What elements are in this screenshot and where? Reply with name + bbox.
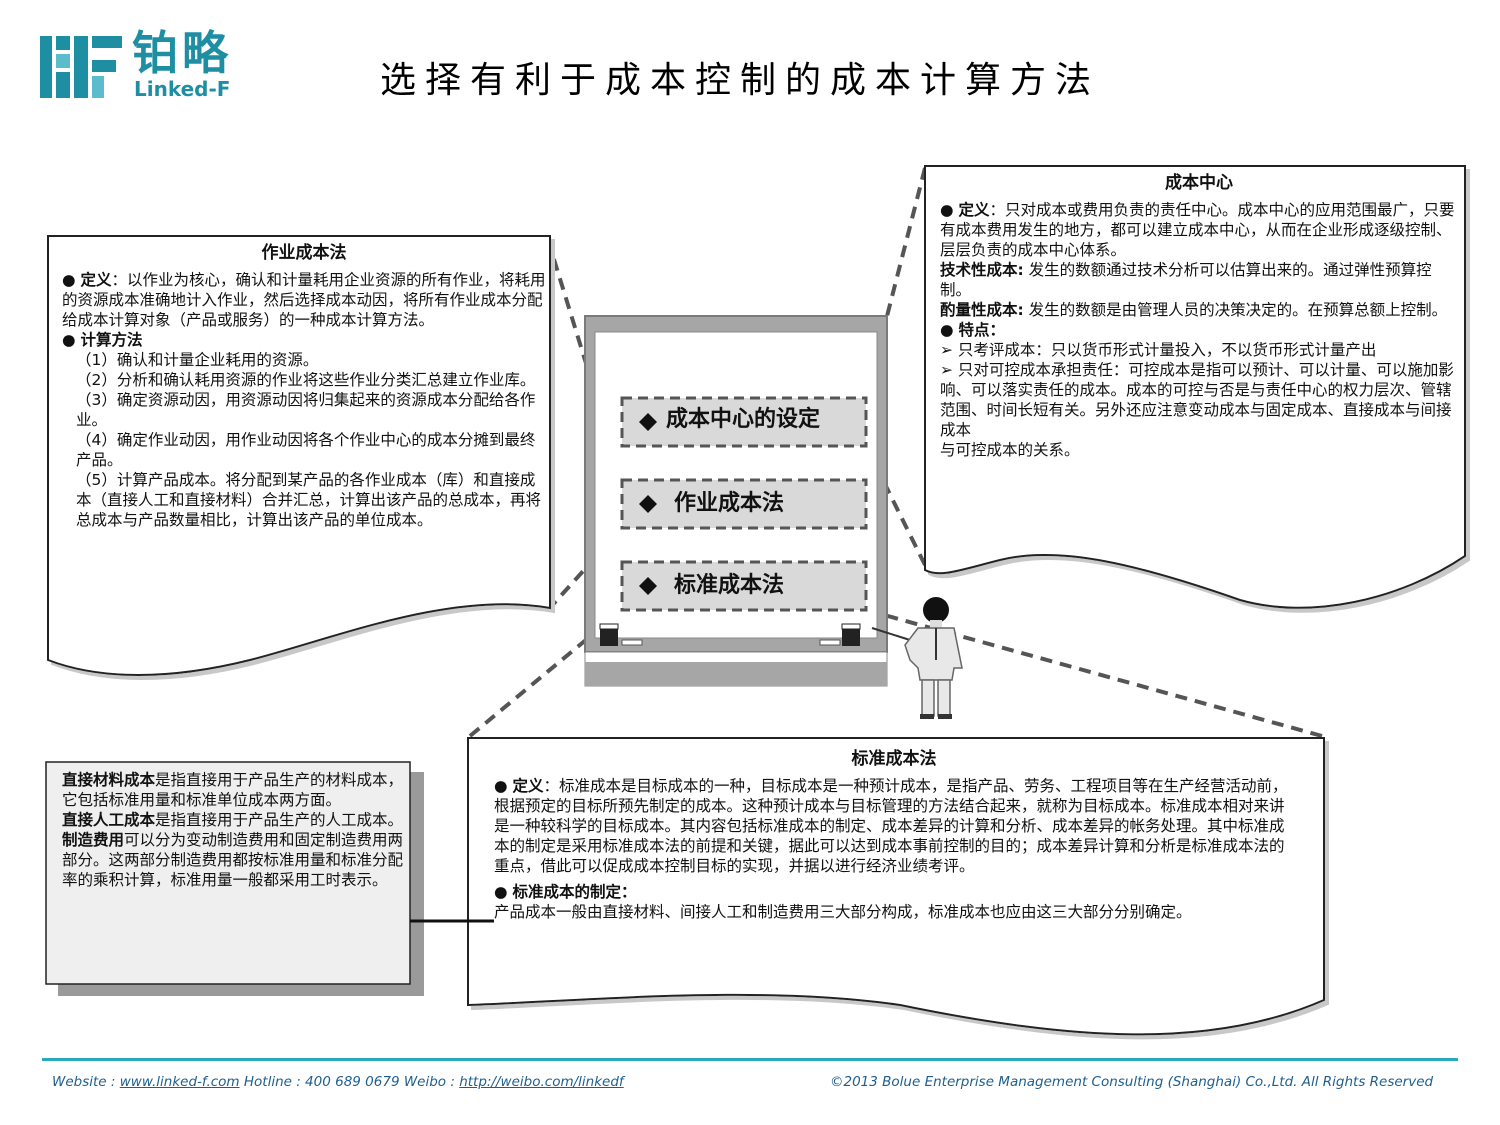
presenter-figure [871, 597, 963, 719]
cost-box-shape [45, 761, 411, 985]
standard-costing-definition: ● 定义：标准成本是目标成本的一种，目标成本是一种预计成本，是指产品、劳务、工程… [494, 777, 1288, 875]
features-label: ● 特点： [940, 321, 1005, 339]
website-label: Website : [52, 1074, 116, 1090]
standard-costing-box: 标准成本法 ● 定义：标准成本是目标成本的一种，目标成本是一种预计成本，是指产品… [494, 748, 1294, 922]
standard-costing-title: 标准成本法 [851, 749, 937, 769]
website-link[interactable]: www.linked-f.com [119, 1074, 240, 1090]
hotline: Hotline : 400 689 0679 [243, 1074, 400, 1090]
std-box-shape [467, 737, 1325, 1036]
activity-costing-method-label: ● 计算方法 [62, 331, 143, 349]
cost-center-title: 成本中心 [1165, 173, 1233, 193]
activity-costing-title: 作业成本法 [261, 243, 347, 263]
direct-material-cost: 直接材料成本是指直接用于产品生产的材料成本，它包括标准用量和标准单位成本两方面。 [62, 771, 404, 809]
menu-bars [620, 396, 868, 612]
cost-center-definition: ● 定义：只对成本或费用负责的责任中心。成本中心的应用范围最广，只要有成本费用发… [940, 201, 1455, 259]
discretionary-cost: 酌量性成本: 发生的数额是由管理人员的决策决定的。在预算总额上控制。 [940, 301, 1448, 319]
cost-center-box: 成本中心 ● 定义：只对成本或费用负责的责任中心。成本中心的应用范围最广，只要有… [940, 172, 1458, 460]
activity-costing-definition: ● 定义：以作业为核心，确认和计量耗用企业资源的所有作业，将耗用的资源成本准确地… [62, 271, 546, 329]
footer-contact: Website : www.linked-f.com Hotline : 400… [52, 1074, 624, 1090]
footer-rule [42, 1058, 1458, 1061]
logo-english-name: Linked-F [134, 77, 231, 101]
standard-setting-text: 产品成本一般由直接材料、间接人工和制造费用三大部分构成，标准成本也应由这三大部分… [494, 903, 1192, 921]
logo-mark [40, 36, 122, 98]
menu-diamonds [639, 413, 657, 595]
method-step: （2）分析和确认耗用资源的作业将这些作业分类汇总建立作业库。 [76, 371, 536, 389]
method-step: （3）确定资源动因，用资源动因将归集起来的资源成本分配给各作业。 [76, 391, 536, 429]
feature-item: ➢ 只对可控成本承担责任：可控成本是指可以预计、可以计量、可以施加影响、可以落实… [940, 361, 1454, 439]
method-step: （4）确定作业动因，用作业动因将各个作业中心的成本分摊到最终产品。 [76, 431, 536, 469]
logo-chinese-name: 铂略 [132, 26, 232, 80]
standard-setting-label: ● 标准成本的制定： [494, 883, 637, 901]
abc-box-shape [47, 235, 551, 676]
menu-item-activity-costing: 作业成本法 [674, 491, 785, 516]
activity-costing-box: 作业成本法 ● 定义：以作业为核心，确认和计量耗用企业资源的所有作业，将耗用的资… [62, 242, 546, 530]
weibo-link[interactable]: http://weibo.com/linkedf [459, 1074, 624, 1090]
center-box-shape [924, 165, 1466, 609]
technical-cost: 技术性成本: 发生的数额通过技术分析可以估算出来的。通过弹性预算控制。 [940, 261, 1432, 299]
footer-copyright: ©2013 Bolue Enterprise Management Consul… [830, 1074, 1434, 1090]
cost-components-box: 直接材料成本是指直接用于产品生产的材料成本，它包括标准用量和标准单位成本两方面。… [62, 770, 406, 890]
manufacturing-overhead: 制造费用可以分为变动制造费用和固定制造费用两部分。这两部分制造费用都按标准用量和… [62, 831, 404, 889]
method-step: （5）计算产品成本。将分配到某产品的各作业成本（库）和直接成本（直接人工和直接材… [76, 471, 542, 529]
method-step: （1）确认和计量企业耗用的资源。 [76, 351, 319, 369]
weibo-label: Weibo : [403, 1074, 455, 1090]
menu-item-standard-costing: 标准成本法 [674, 573, 785, 598]
feature-item: 与可控成本的关系。 [940, 441, 1080, 459]
menu-item-cost-center: 成本中心的设定 [666, 407, 821, 432]
feature-item: ➢ 只考评成本：只以货币形式计量投入，不以货币形式计量产出 [940, 341, 1377, 359]
page-title: 选择有利于成本控制的成本计算方法 [379, 60, 1100, 101]
direct-labor-cost: 直接人工成本是指直接用于产品生产的人工成本。 [62, 811, 404, 829]
